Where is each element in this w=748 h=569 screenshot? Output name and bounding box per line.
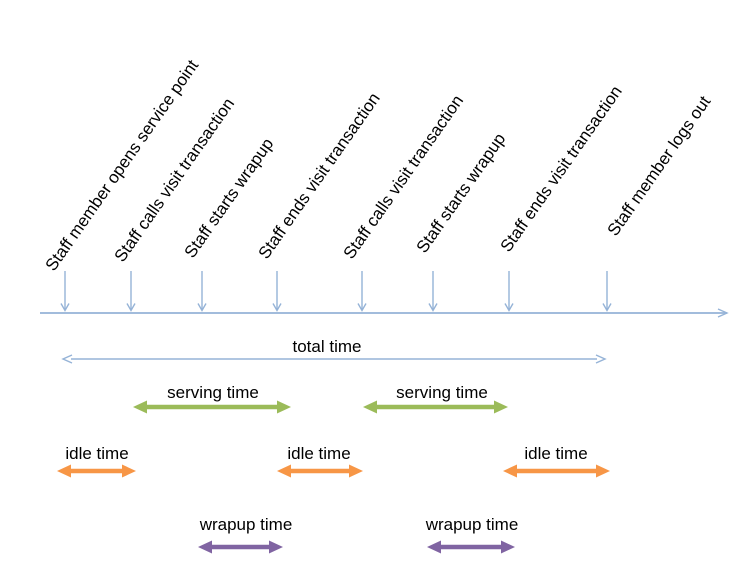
event-marker-arrowhead-icon [197,303,207,312]
wrapup-time-span-left-arrowhead-icon [427,540,441,554]
wrapup-time-span-left-arrowhead-icon [198,540,212,554]
idle-time-span-right-arrowhead-icon [122,464,136,478]
total-time-span-right-arrowhead-icon [595,354,607,364]
wrapup-time-label: wrapup time [425,515,519,534]
idle-time-span-left-arrowhead-icon [277,464,291,478]
event-marker-arrowhead-icon [504,303,514,312]
event-label: Staff calls visit transaction [110,94,239,266]
idle-time-span-right-arrowhead-icon [349,464,363,478]
idle-time-span-left-arrowhead-icon [503,464,517,478]
serving-time-label: serving time [396,383,488,402]
total-time-span-left-arrowhead-icon [61,354,73,364]
idle-time-span-left-arrowhead-icon [57,464,71,478]
idle-time-span-right-arrowhead-icon [596,464,610,478]
wrapup-time-span-right-arrowhead-icon [501,540,515,554]
serving-time-span-left-arrowhead-icon [133,400,147,414]
time-axis-arrowhead-icon [717,308,729,318]
event-marker-arrowhead-icon [60,303,70,312]
event-marker-arrowhead-icon [126,303,136,312]
idle-time-label: idle time [65,444,129,463]
event-marker-arrowhead-icon [428,303,438,312]
wrapup-time-span-right-arrowhead-icon [269,540,283,554]
serving-time-span-right-arrowhead-icon [277,400,291,414]
event-marker-arrowhead-icon [357,303,367,312]
serving-time-label: serving time [167,383,259,402]
wrapup-time-label: wrapup time [199,515,293,534]
idle-time-label: idle time [524,444,588,463]
serving-time-span-right-arrowhead-icon [494,400,508,414]
event-marker-arrowhead-icon [272,303,282,312]
idle-time-label: idle time [287,444,351,463]
serving-time-span-left-arrowhead-icon [363,400,377,414]
event-label: Staff member logs out [603,92,715,240]
total-time-label: total time [292,337,362,356]
event-marker-arrowhead-icon [602,303,612,312]
